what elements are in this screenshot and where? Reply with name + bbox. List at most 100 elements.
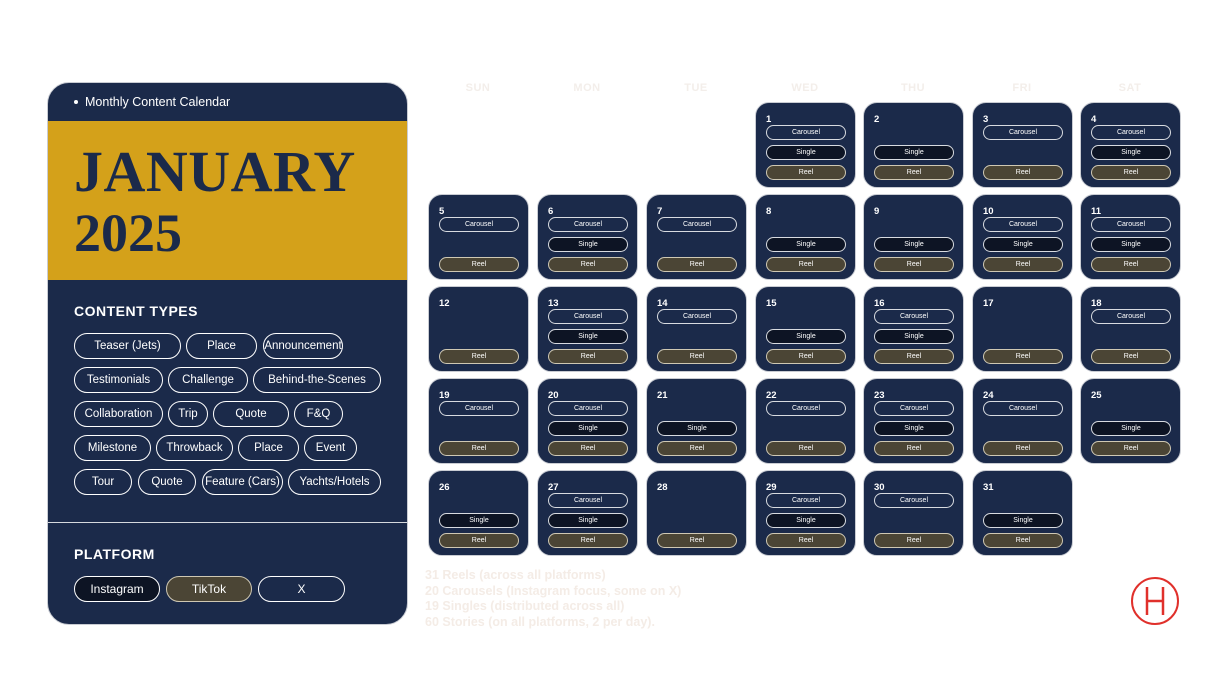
reel-tag[interactable]: Reel (766, 165, 846, 180)
carousel-tag[interactable]: Carousel (874, 401, 954, 416)
platform-x[interactable]: X (258, 576, 345, 602)
single-tag[interactable]: Single (548, 421, 628, 436)
reel-tag[interactable]: Reel (1091, 257, 1171, 272)
carousel-tag[interactable]: Carousel (1091, 125, 1171, 140)
content-type-pill[interactable]: Milestone (74, 435, 151, 461)
carousel-tag[interactable]: Carousel (766, 401, 846, 416)
single-tag[interactable]: Single (766, 513, 846, 528)
single-tag[interactable]: Single (766, 329, 846, 344)
single-tag[interactable]: Single (874, 329, 954, 344)
reel-tag[interactable]: Reel (548, 349, 628, 364)
content-type-pill[interactable]: Tour (74, 469, 132, 495)
carousel-tag[interactable]: Carousel (874, 493, 954, 508)
content-type-pill[interactable]: Quote (213, 401, 289, 427)
reel-tag[interactable]: Reel (657, 349, 737, 364)
reel-tag[interactable]: Reel (983, 257, 1063, 272)
content-type-pill[interactable]: Place (238, 435, 299, 461)
carousel-tag[interactable]: Carousel (548, 309, 628, 324)
carousel-tag[interactable]: Carousel (548, 217, 628, 232)
content-type-pill[interactable]: Quote (138, 469, 196, 495)
reel-tag[interactable]: Reel (983, 533, 1063, 548)
carousel-tag[interactable]: Carousel (1091, 309, 1171, 324)
reel-tag[interactable]: Reel (874, 441, 954, 456)
reel-tag[interactable]: Reel (548, 441, 628, 456)
reel-tag[interactable]: Reel (766, 349, 846, 364)
single-tag[interactable]: Single (439, 513, 519, 528)
single-tag[interactable]: Single (1091, 237, 1171, 252)
carousel-tag[interactable]: Carousel (548, 401, 628, 416)
carousel-tag[interactable]: Carousel (657, 309, 737, 324)
reel-tag[interactable]: Reel (983, 349, 1063, 364)
reel-tag[interactable]: Reel (657, 533, 737, 548)
single-tag[interactable]: Single (548, 329, 628, 344)
reel-tag[interactable]: Reel (983, 165, 1063, 180)
single-tag[interactable]: Single (983, 237, 1063, 252)
carousel-tag[interactable]: Carousel (766, 125, 846, 140)
content-type-pill[interactable]: Announcement (263, 333, 343, 359)
reel-tag[interactable]: Reel (983, 441, 1063, 456)
single-tag[interactable]: Single (874, 421, 954, 436)
reel-tag[interactable]: Reel (874, 349, 954, 364)
carousel-tag[interactable]: Carousel (439, 217, 519, 232)
reel-tag[interactable]: Reel (766, 257, 846, 272)
reel-tag[interactable]: Reel (766, 441, 846, 456)
reel-tag[interactable]: Reel (439, 257, 519, 272)
single-tag[interactable]: Single (766, 237, 846, 252)
single-tag[interactable]: Single (766, 145, 846, 160)
reel-tag[interactable]: Reel (548, 257, 628, 272)
content-type-pill[interactable]: Behind-the-Scenes (253, 367, 381, 393)
single-tag[interactable]: Single (874, 237, 954, 252)
reel-tag[interactable]: Reel (439, 349, 519, 364)
content-type-pill[interactable]: Trip (168, 401, 208, 427)
platform-tiktok[interactable]: TikTok (166, 576, 252, 602)
reel-tag[interactable]: Reel (1091, 441, 1171, 456)
single-tag[interactable]: Single (1091, 421, 1171, 436)
carousel-tag[interactable]: Carousel (983, 125, 1063, 140)
carousel-tag[interactable]: Carousel (874, 309, 954, 324)
content-type-pill[interactable]: F&Q (294, 401, 343, 427)
content-type-pill[interactable]: Collaboration (74, 401, 163, 427)
carousel-tag[interactable]: Carousel (983, 217, 1063, 232)
content-type-pill[interactable]: Place (186, 333, 257, 359)
single-tag[interactable]: Single (1091, 145, 1171, 160)
carousel-tag[interactable]: Carousel (657, 217, 737, 232)
content-type-pill[interactable]: Testimonials (74, 367, 163, 393)
carousel-tag[interactable]: Carousel (439, 401, 519, 416)
content-type-pill[interactable]: Event (304, 435, 357, 461)
platform-instagram[interactable]: Instagram (74, 576, 160, 602)
reel-tag[interactable]: Reel (874, 533, 954, 548)
carousel-tag[interactable]: Carousel (1091, 217, 1171, 232)
carousel-tag[interactable]: Carousel (766, 493, 846, 508)
carousel-tag[interactable]: Carousel (983, 401, 1063, 416)
single-tag[interactable]: Single (983, 513, 1063, 528)
reel-tag[interactable]: Reel (548, 533, 628, 548)
carousel-tag[interactable]: Carousel (548, 493, 628, 508)
content-type-pill[interactable]: Yachts/Hotels (288, 469, 381, 495)
